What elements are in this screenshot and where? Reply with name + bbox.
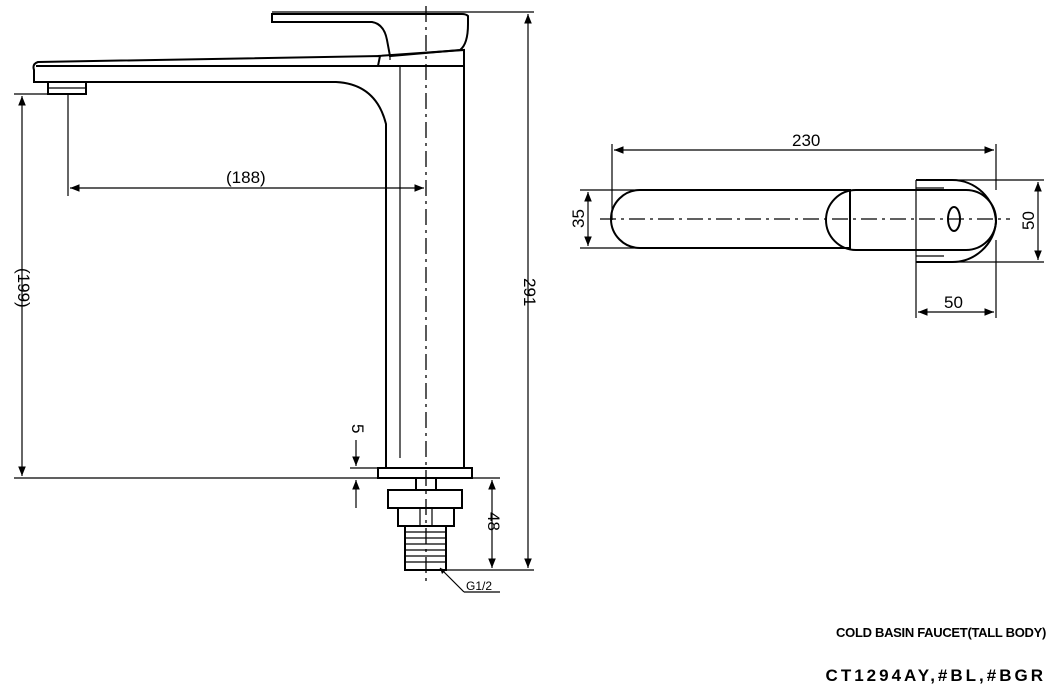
side-view-faucet: [32, 6, 473, 582]
dim-length-label: 230: [792, 131, 820, 150]
drawing-title: COLD BASIN FAUCET(TALL BODY): [836, 625, 1046, 640]
spout: [32, 54, 387, 468]
side-view-dimensions: (188) (199) 291 5 48 G1/2: [14, 11, 539, 593]
top-view-dimensions: 230 35 50 50: [569, 131, 1044, 318]
dim-body-depth-label: 50: [944, 293, 963, 312]
dim-reach-label: (188): [226, 168, 266, 187]
dim-spout-height-label: (199): [14, 268, 33, 308]
top-housing: [916, 178, 998, 264]
mounting-flange: [387, 489, 463, 509]
model-number: CT1294AY,#BL,#BGR: [825, 666, 1046, 685]
dim-body-width-label: 50: [1019, 211, 1038, 230]
top-view-faucet: [600, 178, 1010, 264]
main-body: [386, 66, 465, 469]
dim-spout-width-label: 35: [569, 209, 588, 228]
handle-lever: [271, 13, 469, 58]
thread-label: G1/2: [466, 579, 492, 593]
body-cap: [377, 48, 465, 67]
top-body: [825, 189, 997, 251]
base-plate: [377, 467, 473, 479]
dim-base-thickness-label: 5: [348, 424, 367, 433]
mounting-nut: [397, 507, 455, 527]
dim-total-height-label: 291: [520, 278, 539, 306]
dim-shank-length-label: 48: [484, 512, 503, 531]
